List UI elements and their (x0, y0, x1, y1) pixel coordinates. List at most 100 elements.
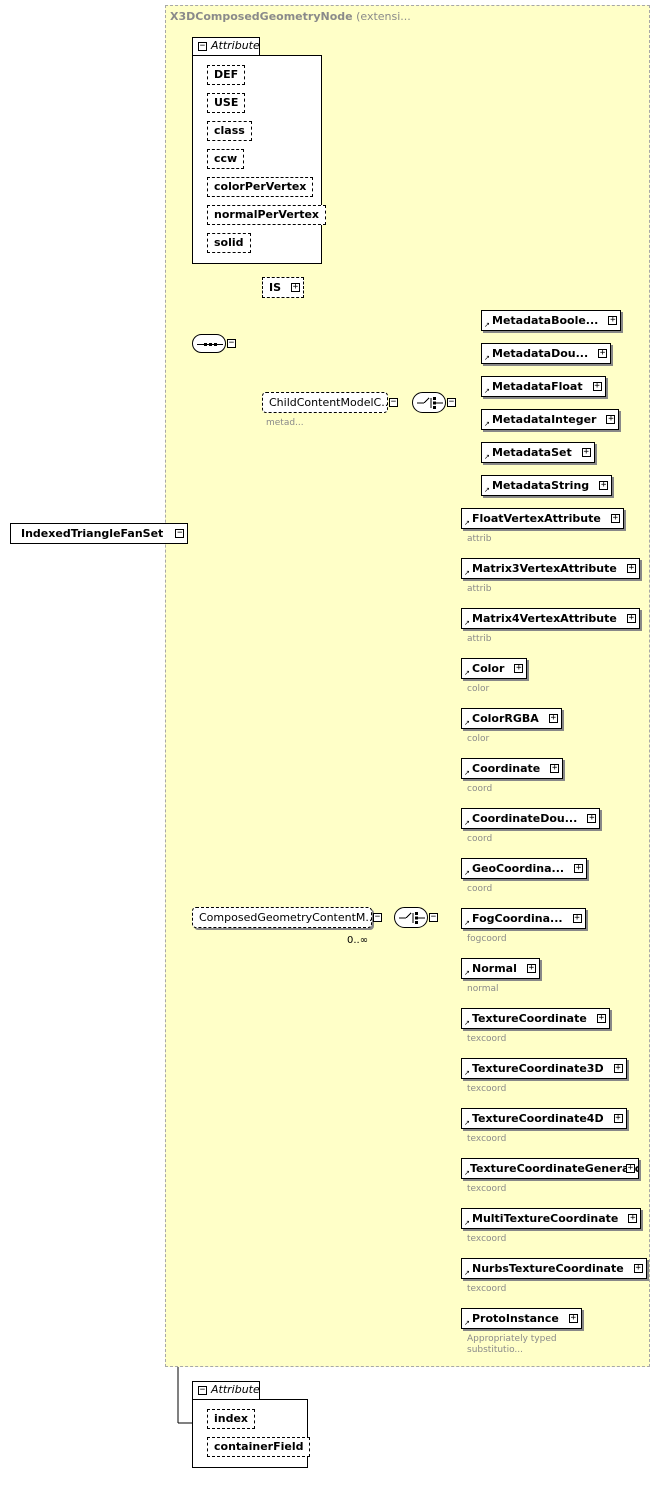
composed-content-group[interactable]: ComposedGeometryContentM... (192, 907, 376, 928)
collapse-icon[interactable]: − (447, 397, 456, 407)
expand-icon[interactable]: + (568, 1313, 578, 1323)
expand-icon[interactable]: + (606, 414, 616, 424)
item-caption: texcoord (467, 1284, 507, 1294)
texture-coordinate-4d-element[interactable]: ↗ TextureCoordinate4D + (461, 1108, 627, 1129)
choice-icon (417, 397, 443, 409)
expand-icon[interactable]: + (610, 513, 620, 523)
coordinate-element[interactable]: ↗ Coordinate + (461, 758, 564, 779)
item-label: TextureCoordinate3D (472, 1062, 604, 1075)
reference-arrow-icon: ↗ (464, 619, 470, 627)
expand-icon[interactable]: + (596, 1013, 606, 1023)
reference-arrow-icon: ↗ (464, 1269, 470, 1277)
item-label: ColorRGBA (472, 712, 539, 725)
reference-arrow-icon: ↗ (464, 1069, 470, 1077)
reference-arrow-icon: ↗ (484, 486, 490, 494)
normal-element[interactable]: ↗ Normal + (461, 958, 540, 979)
attribute-solid[interactable]: solid (207, 233, 251, 253)
color-element[interactable]: ↗ Color + (461, 658, 528, 679)
geo-coordinate-element[interactable]: ↗ GeoCoordina... + (461, 858, 588, 879)
expand-icon[interactable]: + (626, 613, 636, 623)
item-label: TextureCoordinate (472, 1012, 587, 1025)
attribute-use[interactable]: USE (207, 93, 246, 113)
metadata-string-element[interactable]: ↗ MetadataString + (481, 475, 613, 496)
metadata-double-label: MetadataDou... (492, 347, 589, 360)
reference-arrow-icon: ↗ (464, 569, 470, 577)
matrix4-vertex-attribute-element[interactable]: ↗ Matrix4VertexAttribute + (461, 608, 640, 629)
choice-compositor-2 (394, 907, 428, 928)
reference-arrow-icon: ↗ (484, 453, 490, 461)
attribute-def[interactable]: DEF (207, 65, 246, 85)
item-label: Matrix4VertexAttribute (472, 612, 617, 625)
attribute-containerfield[interactable]: containerField (207, 1437, 311, 1457)
collapse-icon[interactable]: − (373, 912, 382, 922)
expand-icon[interactable]: + (550, 763, 560, 773)
extension-suffix: (extensi... (356, 10, 411, 23)
item-caption: texcoord (467, 1034, 507, 1044)
metadata-float-element[interactable]: ↗ MetadataFloat + (481, 376, 606, 397)
expand-icon[interactable]: + (608, 315, 618, 325)
expand-icon[interactable]: + (599, 480, 609, 490)
expand-icon[interactable]: + (526, 963, 536, 973)
metadata-boolean-element[interactable]: ↗ MetadataBoole... + (481, 310, 622, 331)
item-caption: texcoord (467, 1184, 507, 1194)
attribute-colorpervertex[interactable]: colorPerVertex (207, 177, 314, 197)
collapse-icon[interactable]: − (198, 41, 207, 51)
sequence-icon (197, 343, 223, 346)
item-caption: attrib (467, 634, 492, 644)
collapse-icon[interactable]: − (227, 338, 236, 348)
coordinate-double-element[interactable]: ↗ CoordinateDou... + (461, 808, 601, 829)
expand-icon[interactable]: + (626, 1163, 635, 1173)
expand-icon[interactable]: + (572, 913, 582, 923)
collapse-icon[interactable]: − (429, 912, 438, 922)
expand-icon[interactable]: + (574, 863, 584, 873)
fog-coordinate-element[interactable]: ↗ FogCoordina... + (461, 908, 586, 929)
expand-icon[interactable]: + (633, 1263, 643, 1273)
attribute-ccw[interactable]: ccw (207, 149, 245, 169)
reference-arrow-icon: ↗ (484, 387, 490, 395)
item-label: Normal (472, 962, 517, 975)
item-caption: texcoord (467, 1234, 507, 1244)
expand-icon[interactable]: + (587, 813, 597, 823)
reference-arrow-icon: ↗ (484, 354, 490, 362)
expand-icon[interactable]: + (291, 282, 301, 292)
attribute-normalpervertex[interactable]: normalPerVertex (207, 205, 327, 225)
collapse-icon[interactable]: − (389, 397, 398, 407)
attribute-index[interactable]: index (207, 1409, 256, 1429)
child-content-group[interactable]: ChildContentModelC... (262, 392, 392, 413)
expand-icon[interactable]: + (592, 381, 602, 391)
collapse-icon[interactable]: − (175, 528, 185, 538)
expand-icon[interactable]: + (613, 1113, 623, 1123)
item-label: Color (472, 662, 505, 675)
item-caption: Appropriately typed substitutio... (467, 1334, 557, 1355)
expand-icon[interactable]: + (628, 1213, 638, 1223)
texture-coordinate-3d-element[interactable]: ↗ TextureCoordinate3D + (461, 1058, 627, 1079)
matrix3-vertex-attribute-element[interactable]: ↗ Matrix3VertexAttribute + (461, 558, 640, 579)
expand-icon[interactable]: + (626, 563, 636, 573)
metadata-double-element[interactable]: ↗ MetadataDou... + (481, 343, 612, 364)
expand-icon[interactable]: + (548, 713, 558, 723)
color-rgba-element[interactable]: ↗ ColorRGBA + (461, 708, 562, 729)
item-label: CoordinateDou... (472, 812, 578, 825)
expand-icon[interactable]: + (514, 663, 524, 673)
texture-coordinate-generator-element[interactable]: ↗ TextureCoordinateGenerator + (461, 1158, 639, 1179)
metadata-set-element[interactable]: ↗ MetadataSet + (481, 442, 595, 463)
metadata-float-label: MetadataFloat (492, 380, 583, 393)
expand-icon[interactable]: + (598, 348, 608, 358)
nurbs-texture-coordinate-element[interactable]: ↗ NurbsTextureCoordinate + (461, 1258, 647, 1279)
item-caption: fogcoord (467, 934, 507, 944)
collapse-icon[interactable]: − (198, 1385, 207, 1395)
expand-icon[interactable]: + (613, 1063, 623, 1073)
texture-coordinate-element[interactable]: ↗ TextureCoordinate + (461, 1008, 610, 1029)
metadata-integer-element[interactable]: ↗ MetadataInteger + (481, 409, 620, 430)
item-label: Coordinate (472, 762, 541, 775)
metadata-boolean-label: MetadataBoole... (492, 314, 599, 327)
root-element[interactable]: IndexedTriangleFanSet − (10, 523, 189, 544)
proto-instance-element[interactable]: ↗ ProtoInstance + (461, 1308, 582, 1329)
float-vertex-attribute-element[interactable]: ↗ FloatVertexAttribute + (461, 508, 624, 529)
is-element[interactable]: IS + (262, 277, 305, 298)
child-content-label: ChildContentModelC... (269, 396, 392, 409)
attribute-class[interactable]: class (207, 121, 252, 141)
expand-icon[interactable]: + (581, 447, 591, 457)
attribute-group-1-tab: − Attribute (192, 37, 260, 55)
multi-texture-coordinate-element[interactable]: ↗ MultiTextureCoordinate + (461, 1208, 642, 1229)
